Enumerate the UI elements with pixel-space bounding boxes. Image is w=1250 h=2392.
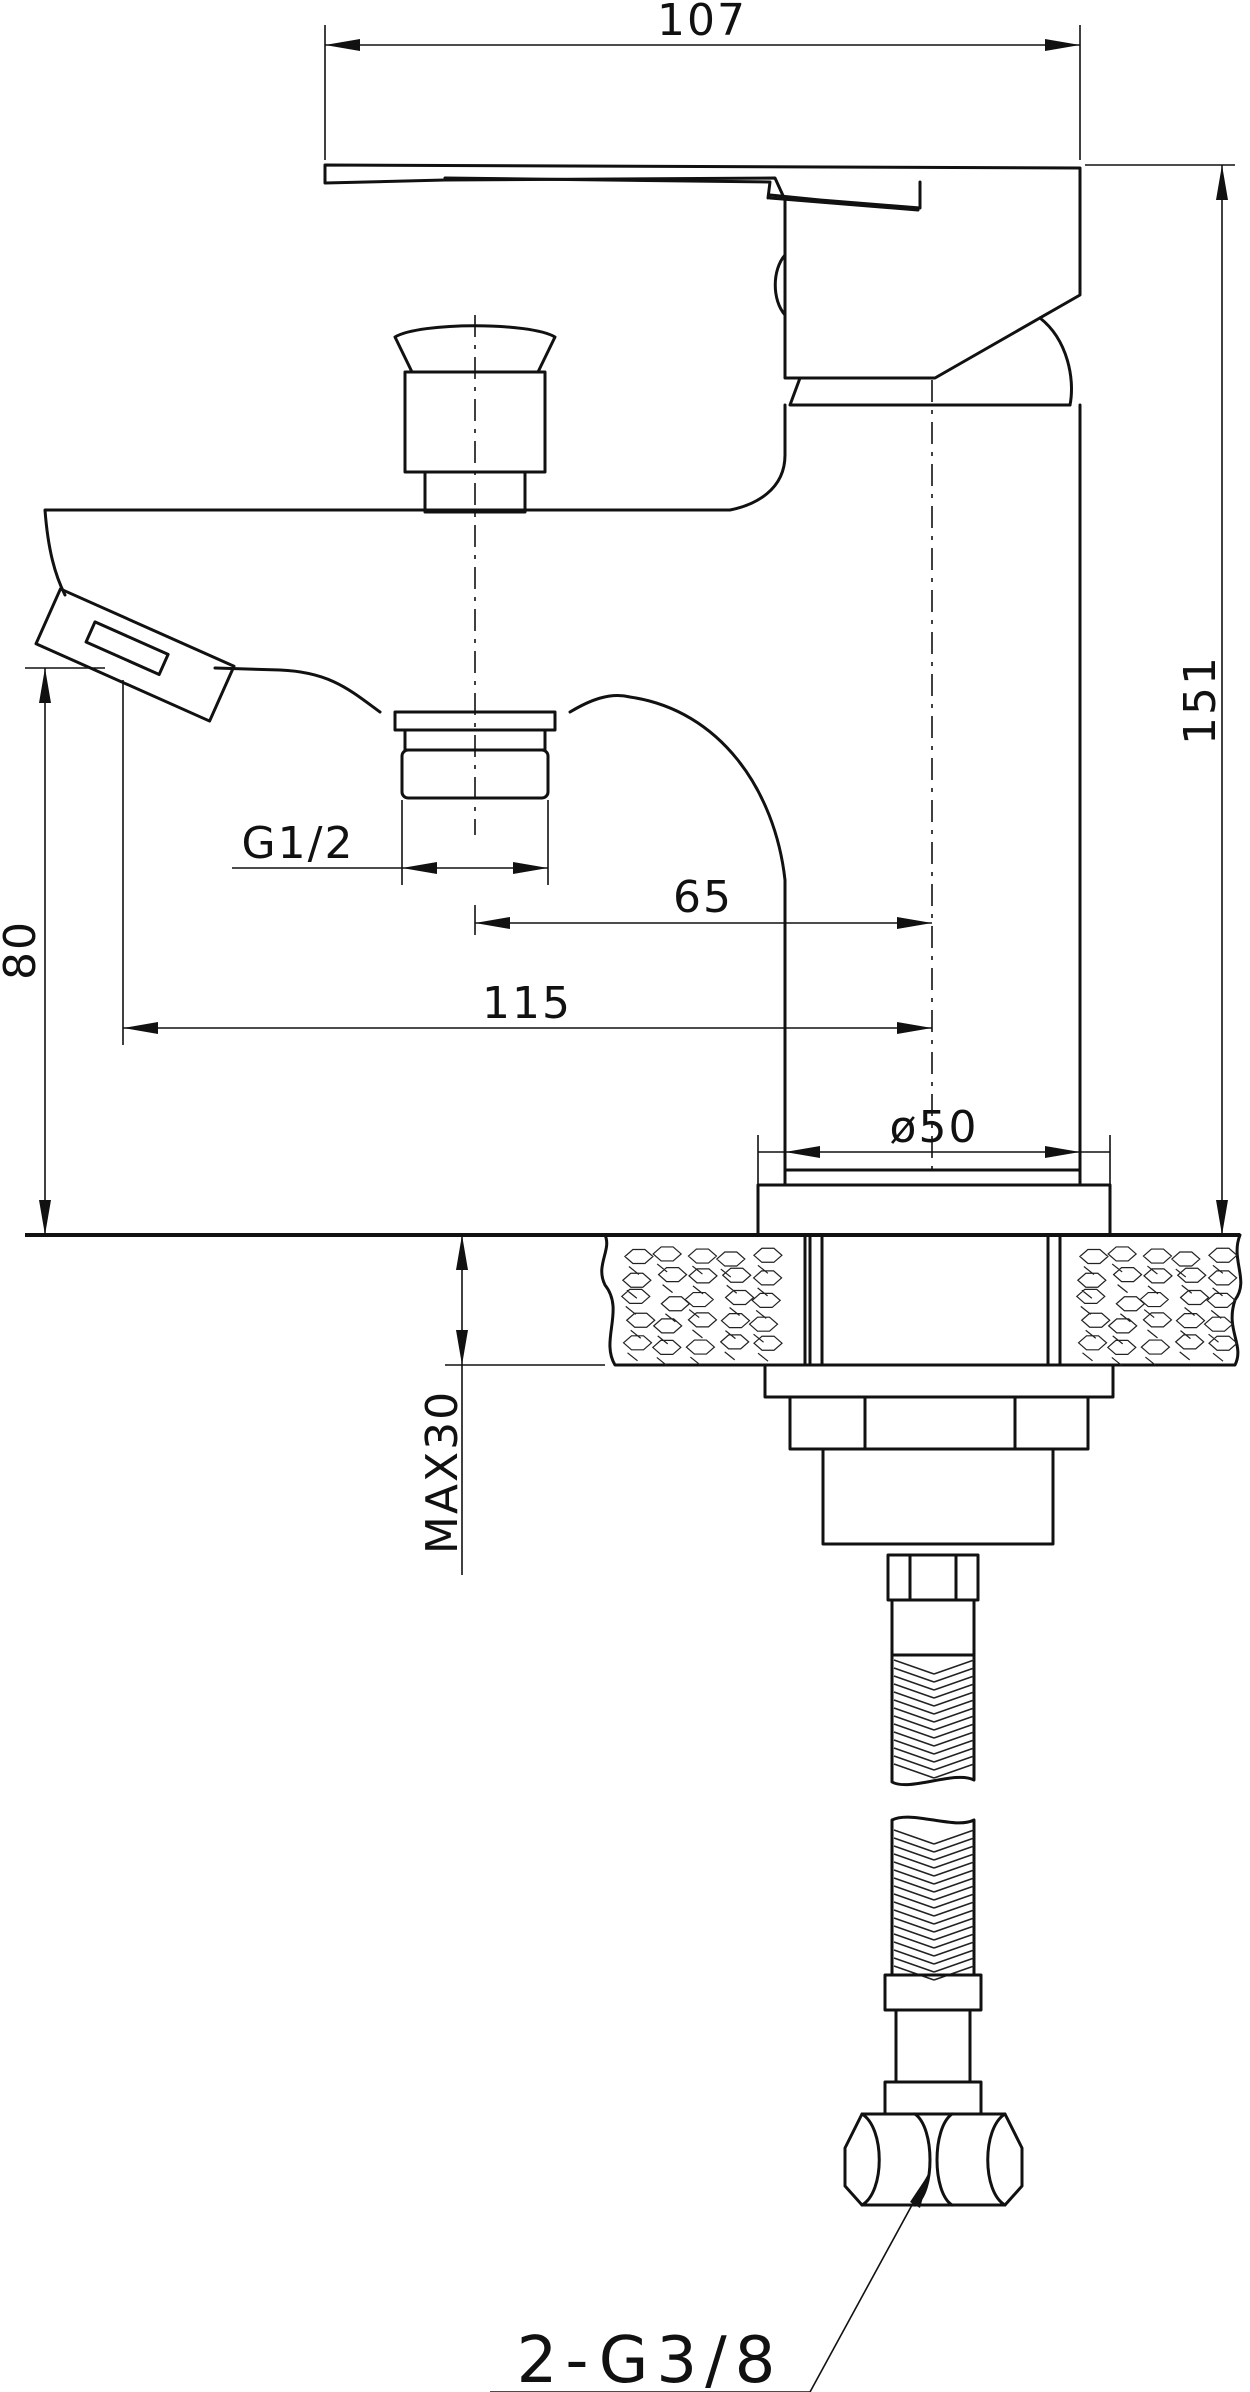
dim-label-spout-reach: 115 (482, 978, 572, 1029)
dim-label-spout-height: 80 (0, 920, 46, 980)
dim-label-height: 151 (1175, 655, 1226, 745)
dim-label-body-diameter: ø50 (890, 1102, 979, 1153)
countertop-hatch-left (620, 1246, 783, 1366)
dimension-lines (25, 25, 1235, 2392)
hose-braid-upper (893, 1659, 975, 1779)
dim-label-aerator-thread: G1/2 (242, 818, 355, 869)
shower-outlet (34, 587, 236, 723)
spout-body (43, 403, 1082, 1187)
dim-label-axis-offset: 65 (673, 872, 733, 923)
hose-braid-lower (893, 1829, 975, 1981)
dim-label-top-width: 107 (657, 0, 747, 46)
centre-lines (474, 315, 933, 1175)
lever-handle (323, 163, 1082, 407)
dim-label-max-countertop: MAX30 (417, 1390, 468, 1554)
countertop-hatch-right (1075, 1246, 1238, 1366)
mounting-hardware (756, 1183, 1115, 1546)
flexible-hose (843, 1553, 1024, 2207)
countertop-section (25, 1233, 1243, 1367)
dim-label-hose-thread: 2-G3/8 (517, 2324, 784, 2392)
